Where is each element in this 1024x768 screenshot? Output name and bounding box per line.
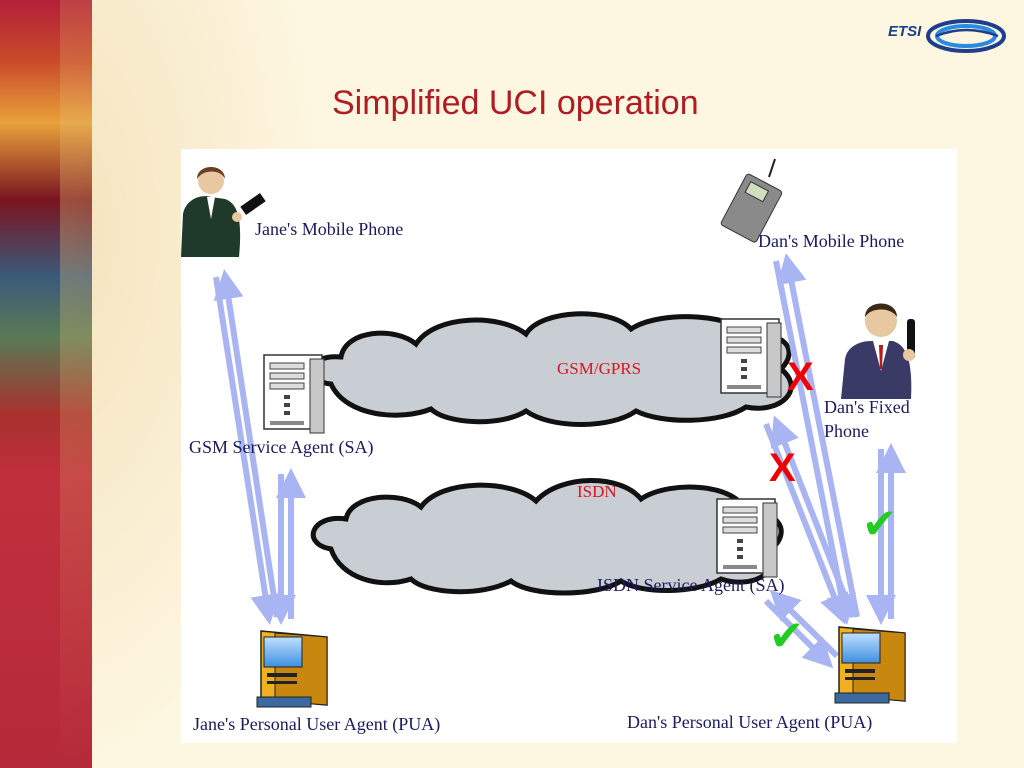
- jane-pua-label: Jane's Personal User Agent (PUA): [193, 714, 441, 734]
- allowed-mark-fixed-phone: ✔: [862, 499, 898, 548]
- dan-fixed-phone-label-line2: Phone: [824, 421, 869, 441]
- allowed-mark-isdn-sa: ✔: [769, 611, 805, 660]
- dan-pua-label: Dan's Personal User Agent (PUA): [627, 712, 873, 732]
- blocked-mark-isdn: X: [769, 446, 796, 490]
- jane-pua-computer-icon: [256, 630, 328, 708]
- decorative-side-image: [0, 0, 92, 768]
- blocked-mark-gsm: X: [787, 355, 814, 399]
- gsm-gprs-network-label: GSM/GPRS: [557, 359, 642, 378]
- dan-pua-computer-icon: [834, 626, 906, 704]
- mobile-phone-icon: [720, 158, 783, 243]
- gsm-service-agent-label: GSM Service Agent (SA): [189, 437, 374, 457]
- isdn-service-agent-label: ISDN Service Agent (SA): [597, 575, 785, 595]
- woman-with-phone-icon: [181, 167, 266, 257]
- slide-title: Simplified UCI operation: [332, 84, 699, 122]
- signal-arrows: [213, 253, 906, 669]
- isdn-sa-server-icon: [716, 498, 778, 578]
- dan-mobile-phone-label: Dan's Mobile Phone: [758, 231, 905, 251]
- man-with-phone-icon: [841, 303, 915, 399]
- isdn-network-label: ISDN: [577, 482, 617, 501]
- jane-mobile-phone-label: Jane's Mobile Phone: [255, 219, 404, 239]
- dan-fixed-phone-label-line1: Dan's Fixed: [824, 397, 910, 417]
- etsi-logo-text: ETSI: [888, 23, 922, 40]
- gprs-server-icon: [720, 318, 782, 398]
- uci-diagram: Jane's Mobile Phone Dan's Mobile Phone D…: [181, 149, 957, 743]
- gsm-sa-server-icon: [263, 354, 325, 434]
- diagram-canvas: [181, 158, 915, 708]
- etsi-logo: ETSI: [888, 19, 1006, 53]
- gsm-gprs-cloud-icon: [308, 311, 794, 427]
